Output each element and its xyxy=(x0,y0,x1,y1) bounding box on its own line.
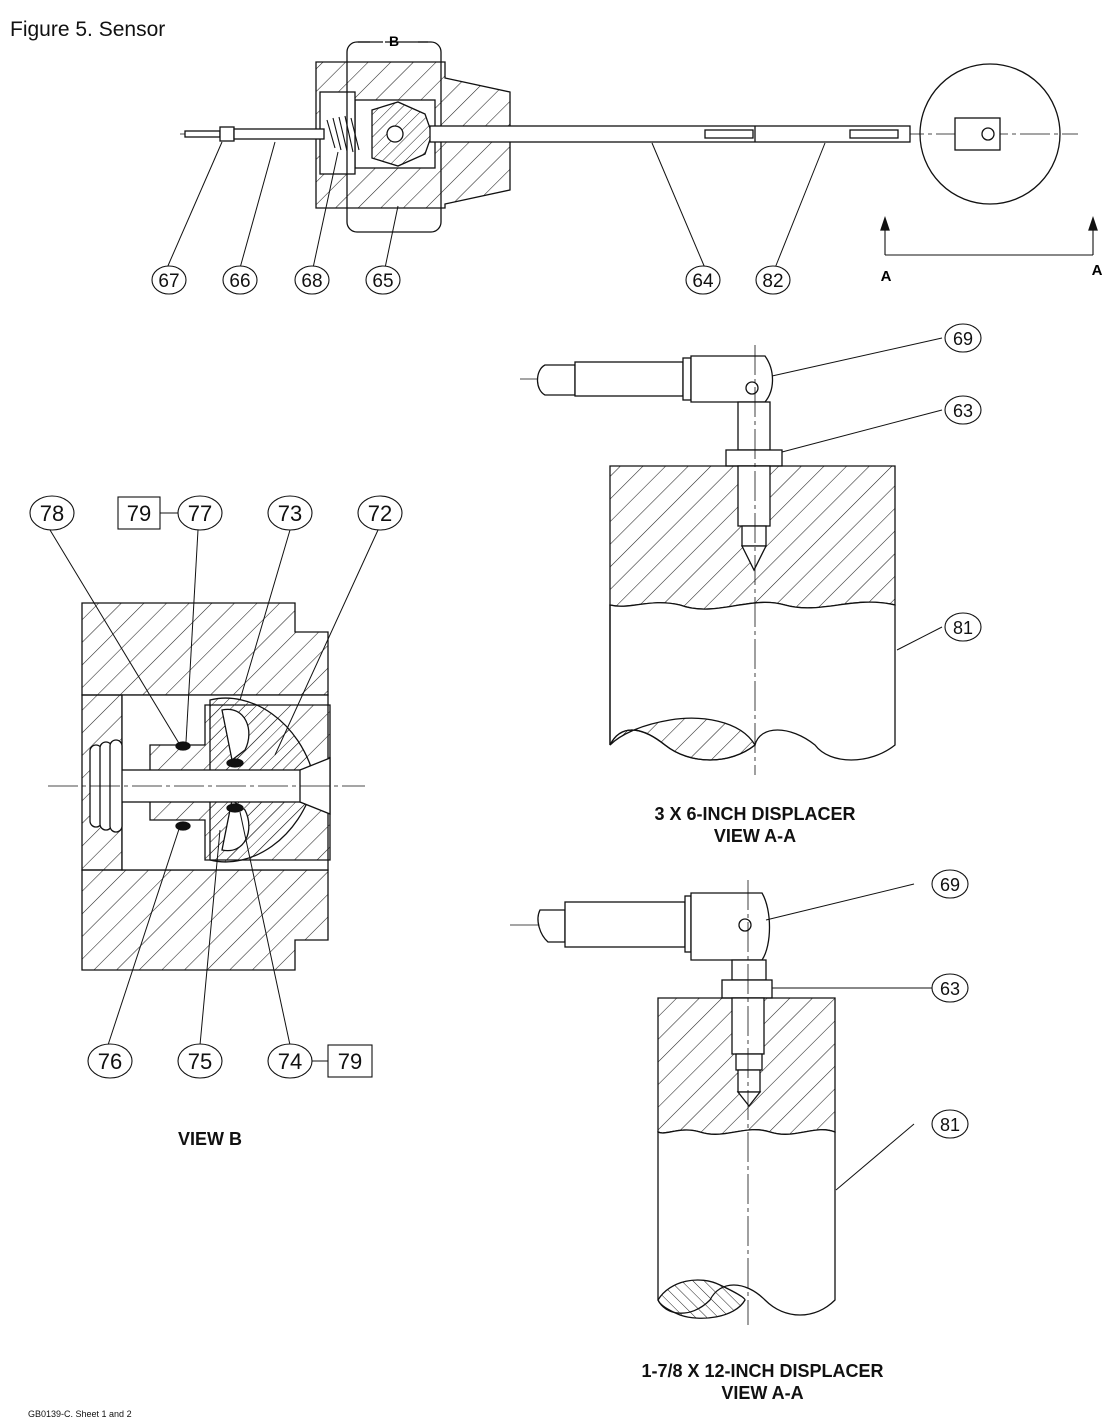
view-178x12-drawing xyxy=(510,880,932,1325)
callout-66: 66 xyxy=(229,271,250,292)
callout-63-178x12: 63 xyxy=(940,979,960,999)
section-label-a-left: A xyxy=(881,268,892,285)
view-b-caption: VIEW B xyxy=(130,1128,290,1150)
view-3x6-caption: 3 X 6-INCH DISPLACER VIEW A-A xyxy=(600,803,910,847)
view-3x6-callouts xyxy=(944,323,982,642)
callout-68: 68 xyxy=(301,271,322,292)
callout-81-178x12: 81 xyxy=(940,1115,960,1135)
callout-67: 67 xyxy=(158,271,179,292)
callout-79-box-top: 79 xyxy=(127,501,151,526)
view-178x12-caption-line1: 1-7/8 X 12-INCH DISPLACER xyxy=(641,1361,884,1381)
callout-82: 82 xyxy=(762,271,783,292)
drawing-reference: GB0139-C. Sheet 1 and 2 xyxy=(28,1409,132,1419)
view-3x6-caption-line1: 3 X 6-INCH DISPLACER xyxy=(654,804,856,824)
callout-73: 73 xyxy=(278,501,302,526)
view-b-callouts xyxy=(29,495,403,1079)
callout-69-178x12: 69 xyxy=(940,875,960,895)
callout-75: 75 xyxy=(188,1049,212,1074)
callout-76: 76 xyxy=(98,1049,122,1074)
callout-72: 72 xyxy=(368,501,392,526)
callout-79-box-bottom: 79 xyxy=(338,1049,362,1074)
callout-63-3x6: 63 xyxy=(953,401,973,421)
callout-69-3x6: 69 xyxy=(953,329,973,349)
callout-77: 77 xyxy=(188,501,212,526)
main-section-view xyxy=(166,40,1098,269)
view-b-drawing xyxy=(48,512,379,1062)
main-callouts xyxy=(151,265,791,295)
callout-64: 64 xyxy=(692,271,714,292)
callout-74: 74 xyxy=(278,1049,302,1074)
section-label-a-right: A xyxy=(1092,262,1103,279)
callout-78: 78 xyxy=(40,501,64,526)
figure-title: Figure 5. Sensor xyxy=(10,18,166,41)
callout-65: 65 xyxy=(372,271,393,292)
view-178x12-caption: 1-7/8 X 12-INCH DISPLACER VIEW A-A xyxy=(600,1360,925,1404)
callout-81-3x6: 81 xyxy=(953,618,973,638)
view-178x12-callouts xyxy=(931,869,969,1139)
view-b-caption-text: VIEW B xyxy=(177,1129,242,1149)
view-3x6-caption-line2: VIEW A-A xyxy=(713,826,797,846)
view-178x12-caption-line2: VIEW A-A xyxy=(721,1383,804,1403)
detail-b-label: B xyxy=(389,33,399,49)
view-3x6-drawing xyxy=(520,337,943,775)
